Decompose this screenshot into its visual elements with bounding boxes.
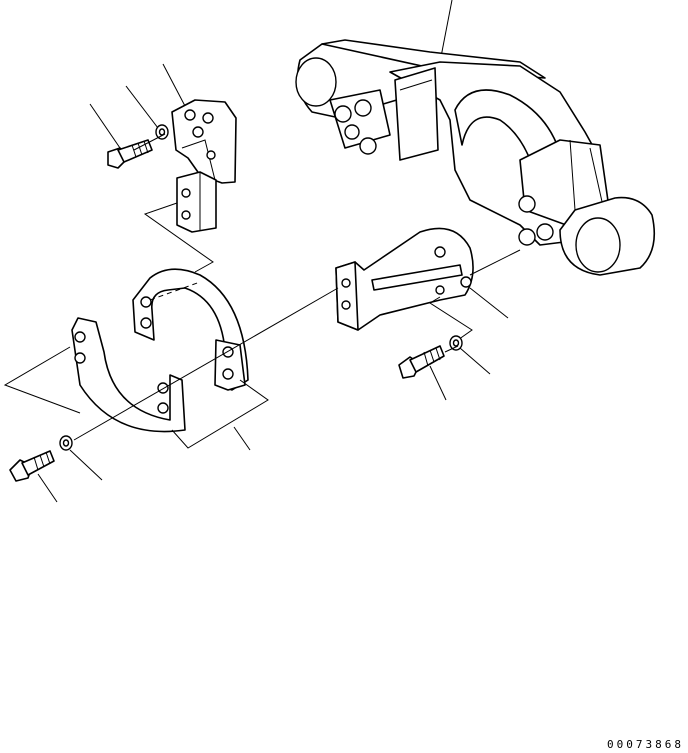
upper-bracket [143, 63, 237, 273]
horseshoe-bracket [3, 268, 269, 451]
drawing-number: 00073868 [607, 738, 684, 751]
assembly-lines [73, 133, 521, 441]
bolt-lower [9, 450, 58, 503]
washer-upper [125, 85, 169, 140]
bolt-middle [398, 345, 447, 401]
main-bracket [295, 0, 656, 276]
bolt-upper [89, 103, 153, 169]
center-bracket [335, 227, 509, 343]
washer-middle [449, 335, 491, 375]
washer-lower [59, 435, 103, 481]
